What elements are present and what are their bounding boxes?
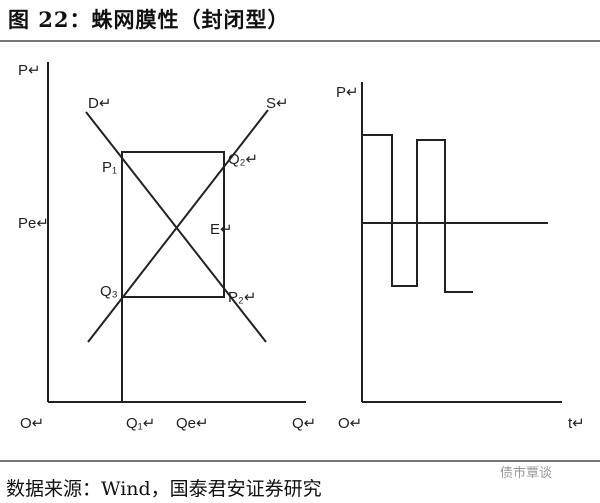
supply-line	[87, 109, 269, 343]
right-label-p: P↵	[336, 84, 359, 101]
label-pe: Pe↵	[18, 215, 49, 232]
label-q2: Q₂↵	[228, 151, 258, 168]
label-q: Q↵	[292, 415, 316, 432]
right-label-t: t↵	[568, 415, 585, 432]
top-rule	[0, 40, 600, 42]
label-p1: P₁	[102, 159, 117, 176]
figure-title: 图 22：蛛网膜性（封闭型）	[8, 7, 290, 32]
label-q3: Q₃	[100, 283, 118, 300]
label-qe: Qe↵	[176, 415, 209, 432]
source-note: 数据来源：Wind，国泰君安证券研究	[6, 478, 322, 500]
cobweb-box	[121, 151, 225, 298]
price-oscillation	[362, 134, 473, 293]
right-label-o: O↵	[338, 415, 362, 432]
watermark: 债市覃谈	[500, 466, 553, 481]
bottom-rule	[0, 460, 600, 462]
label-p2: P₂↵	[228, 289, 256, 306]
label-e: E↵	[210, 221, 233, 238]
label-s: S↵	[266, 95, 289, 112]
label-o: O↵	[20, 415, 44, 432]
label-d: D↵	[88, 95, 111, 112]
label-q1: Q₁↵	[126, 415, 155, 432]
label-p: P↵	[18, 62, 41, 79]
